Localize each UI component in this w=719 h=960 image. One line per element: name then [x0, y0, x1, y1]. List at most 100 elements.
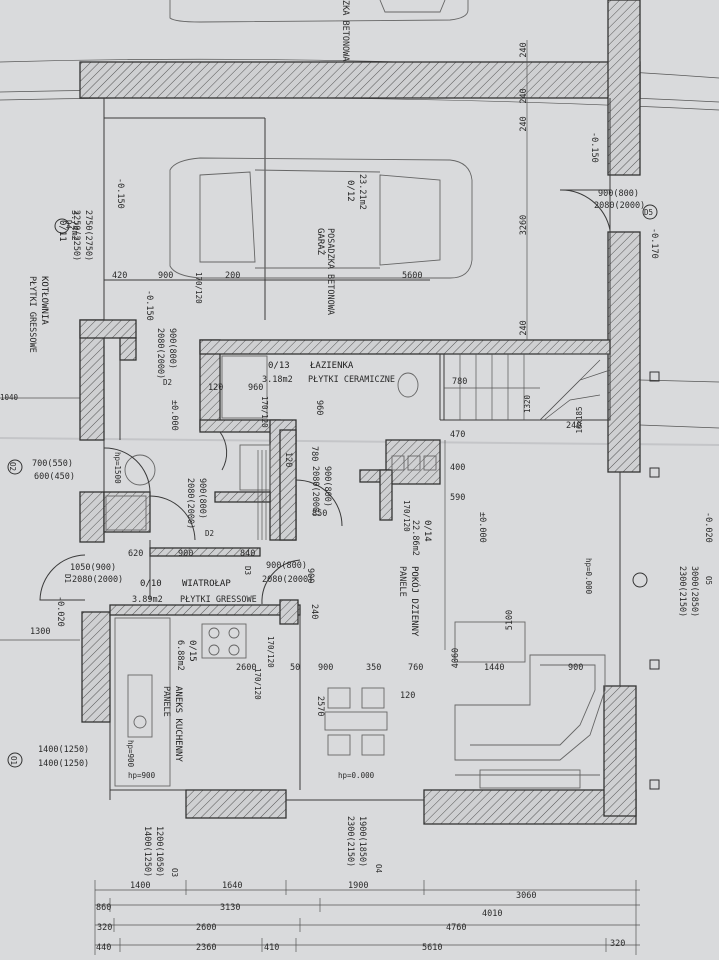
- garage-floor: POSADZKA BETONOWA: [325, 228, 335, 315]
- opening-height: 2300(2150): [345, 816, 355, 867]
- dimension: 900: [158, 271, 173, 281]
- dimension: 170/120: [402, 500, 411, 532]
- dimension-row4: 410: [264, 943, 279, 953]
- opening-size: 2750(2750): [83, 210, 93, 261]
- room-floor: PANELE: [161, 686, 171, 717]
- wall-kotlownia-right: [119, 337, 137, 361]
- wall-top-garage: [79, 61, 641, 99]
- aneks-label: 0/15 6.88m2: [175, 640, 197, 671]
- dimension: 840: [240, 549, 255, 559]
- wall-right-lower: [603, 685, 637, 817]
- opening-height: 2250(2250): [71, 210, 81, 261]
- opening-size: 1900(1850): [357, 816, 367, 867]
- marker-square: [649, 371, 660, 382]
- boiler-round: [124, 454, 156, 486]
- dimension: 470: [450, 430, 465, 440]
- wall-bath-right-low: [279, 429, 297, 541]
- dimension: 2570: [315, 696, 325, 716]
- d4-label: 2750(2750) 2250(2250): [71, 210, 93, 261]
- dim-240-b: 240: [519, 88, 529, 103]
- dim-170-120-c: 170/120: [402, 500, 411, 532]
- dimension: 120: [208, 383, 223, 393]
- opening-size: 1050(900): [70, 563, 116, 573]
- room-floor: PŁYTKI CERAMICZNE: [308, 375, 395, 385]
- wall-kotlownia-top: [79, 319, 137, 339]
- dimension: 170/120: [266, 636, 275, 668]
- level-label: -0.020: [703, 512, 713, 543]
- dimension-row2: 4010: [482, 909, 502, 919]
- opening-height: 2300(2150): [677, 566, 687, 617]
- o2-tag: O2: [8, 462, 17, 471]
- dim-240-a: 240: [519, 42, 529, 57]
- opening-height: 1400(1250): [142, 826, 152, 877]
- wall-kitchen-left: [81, 611, 111, 723]
- room-name: WIATROŁAP: [182, 579, 231, 589]
- dimension: 5100: [505, 610, 515, 630]
- dimension: 1320: [523, 394, 532, 413]
- room-number: 0/11: [57, 220, 67, 242]
- opening-tag: O4: [374, 864, 383, 874]
- dimension-row3: 320: [97, 923, 112, 933]
- dimension: 1040: [0, 393, 19, 402]
- opening-size: 900(800): [167, 328, 177, 369]
- o4-tag: O4: [374, 864, 383, 874]
- dimension: 420: [112, 271, 127, 281]
- dimension: 5600: [402, 271, 422, 281]
- room-area: 3.89m2: [132, 595, 163, 605]
- dining-chair: [361, 734, 385, 756]
- car-upper: [169, 0, 469, 23]
- door-swing-d2-kot: [103, 447, 151, 493]
- d4-tag: D4: [64, 220, 73, 230]
- room-floor: PANELE: [397, 566, 407, 597]
- dim-1320: 1320: [523, 394, 532, 413]
- opening-size: 700(550): [32, 459, 73, 469]
- dimension: 850: [312, 509, 327, 519]
- wall-kitchen-right: [279, 599, 299, 625]
- room-floor: PŁYTKI GRESSOWE: [27, 276, 37, 353]
- dimension-row2: 860: [96, 903, 111, 913]
- dining-chair: [327, 687, 351, 709]
- door-swing-pokoj: [295, 479, 343, 527]
- dining-table: [324, 711, 388, 731]
- level-garage-upper: -0.150: [115, 178, 125, 209]
- hp-1500: hp=1500: [113, 452, 122, 484]
- wall-upper-right: [607, 0, 641, 176]
- opening-tag: D3: [243, 566, 252, 575]
- wall-right-mid: [607, 231, 641, 473]
- garage-name: GARAŻ: [315, 228, 326, 256]
- opening-tag: O5: [704, 576, 713, 585]
- walls: [79, 0, 641, 825]
- dim-2570: 2570: [315, 696, 325, 716]
- marker-circle: [7, 752, 23, 768]
- level-label: ±0.000: [477, 512, 487, 543]
- o5-label: 3000(2850) 2300(2150): [677, 566, 699, 617]
- level-label: -0.150: [115, 178, 125, 209]
- room-area: 3.74m2: [69, 210, 79, 241]
- room-area: 22.86m2: [410, 520, 420, 556]
- dimension: 240: [566, 421, 581, 431]
- opening-tag: D4: [64, 220, 73, 230]
- dim-170-120-k: 170/120: [253, 668, 262, 700]
- marker-circle: [632, 572, 648, 588]
- height-label: hp=1500: [113, 452, 122, 484]
- tv-cabinet: [479, 769, 581, 789]
- height-label: hp=0.000: [584, 558, 593, 595]
- aneks-floor: PANELE: [161, 686, 171, 717]
- o3-label: 1200(1050) 1400(1250): [142, 826, 164, 877]
- cooktop: [201, 623, 247, 659]
- marker-circle: [642, 204, 658, 220]
- height-label: hp=900: [128, 771, 156, 780]
- dimension: 960: [314, 400, 324, 415]
- dimension: 620: [128, 549, 143, 559]
- dimension: 1440: [484, 663, 504, 673]
- pokoj-name: POKÓJ DZIENNY: [409, 566, 421, 637]
- door-swing-wiatrolap: [149, 495, 196, 541]
- d3-tag: D3: [243, 566, 252, 575]
- dimension: 350: [366, 663, 381, 673]
- opening-tag: D2: [163, 378, 172, 387]
- kotlownia-name: KOTŁOWNIA: [39, 276, 49, 325]
- room-number: 0/13: [268, 361, 290, 371]
- room-floor: POSADZKA BETONOWA: [325, 228, 335, 315]
- pokoj-label: 0/14 22.86m2: [410, 520, 432, 556]
- level-entry: -0.020: [55, 596, 65, 627]
